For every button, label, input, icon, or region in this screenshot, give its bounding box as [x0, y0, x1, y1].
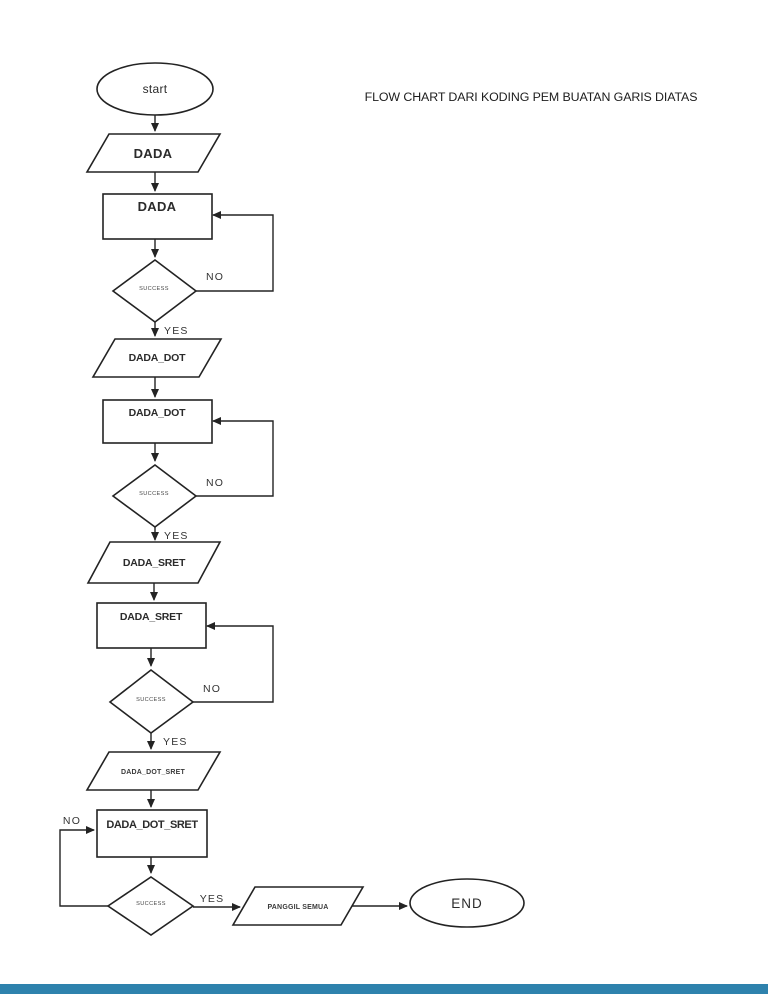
yes-label-3: YES [163, 736, 188, 748]
no-label-2: NO [206, 477, 224, 489]
end-terminator-shape [409, 878, 525, 928]
decision-success-2-label: SUCCESS [139, 491, 169, 497]
process-dada-sret-label: DADA_SRET [120, 611, 183, 623]
decision-success-4-label: SUCCESS [136, 901, 166, 907]
io-dada-shape [85, 133, 222, 173]
yes-label-2: YES [164, 530, 189, 542]
decision-success-4-shape [106, 876, 195, 936]
no-label-4: NO [63, 815, 81, 827]
process-dada-dot-shape [102, 399, 213, 444]
process-dada-dot-sret-label: DADA_DOT_SRET [106, 819, 198, 831]
loopback-line-3 [193, 622, 274, 703]
process-dada-dot-sret-shape [96, 809, 208, 858]
io-dada-sret-label: DADA_SRET [123, 557, 186, 569]
io-dada-dot-label: DADA_DOT [129, 352, 187, 364]
no-label-1: NO [206, 271, 224, 283]
end-terminator-label: END [451, 896, 483, 911]
bottom-bar [0, 984, 768, 994]
io-dada-label: DADA [134, 146, 173, 161]
loopback-line-2 [196, 417, 274, 497]
page-title: FLOW CHART DARI KODING PEM BUATAN GARIS … [365, 90, 698, 104]
process-dada-label: DADA [138, 199, 177, 214]
io-panggil-semua-shape [231, 886, 365, 926]
no-label-3: NO [203, 683, 221, 695]
decision-success-3-label: SUCCESS [136, 697, 166, 703]
process-dada-sret-shape [96, 602, 207, 649]
decision-success-1-label: SUCCESS [139, 286, 169, 292]
io-dada-dot-sret-shape [85, 751, 222, 791]
io-dada-dot-sret-label: DADA_DOT_SRET [121, 769, 186, 776]
start-terminator-label: start [143, 82, 168, 96]
io-panggil-semua-label: PANGGIL SEMUA [267, 904, 328, 911]
loopback-line-1 [196, 211, 274, 292]
yes-label-4: YES [200, 893, 225, 905]
yes-label-1: YES [164, 325, 189, 337]
loopback-line-4 [59, 826, 108, 907]
io-dada-sret-shape [86, 541, 222, 584]
process-dada-dot-label: DADA_DOT [129, 407, 187, 419]
io-dada-dot-shape [91, 338, 223, 378]
